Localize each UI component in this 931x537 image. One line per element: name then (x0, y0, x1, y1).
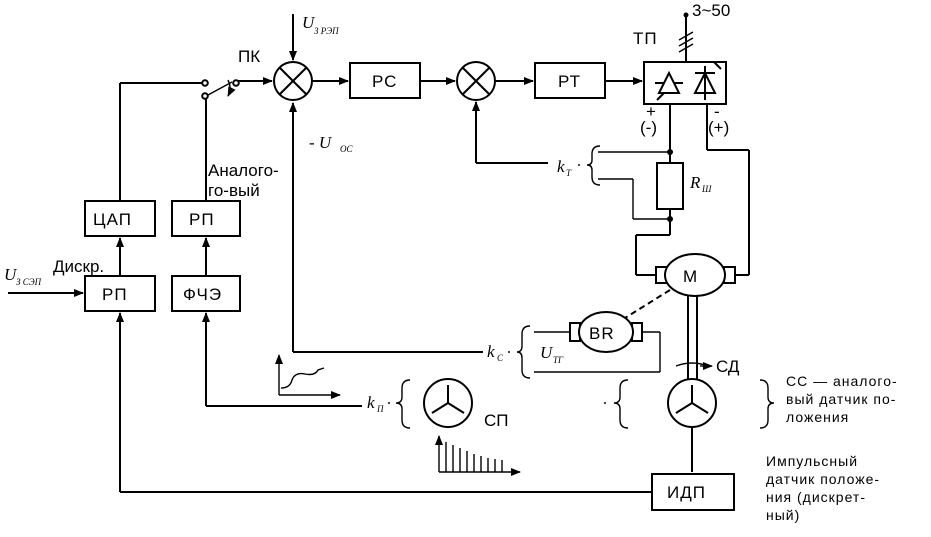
fche-block: ФЧЭ (171, 275, 241, 312)
u-zsep-label: U (4, 265, 18, 284)
rt-label: РТ (558, 72, 581, 91)
tsap-block: ЦАП (84, 200, 156, 237)
ss-note-3: ложения (786, 409, 849, 425)
motor-label: М (683, 267, 698, 286)
br-label: BR (589, 324, 615, 343)
uos-sub: ОС (340, 144, 353, 154)
rp-discrete-block: РП (84, 275, 156, 312)
minus-bottom: (+) (708, 118, 729, 137)
summing-junction-2 (456, 61, 496, 101)
analog-waveform-inset (275, 354, 341, 399)
rs-label: РС (372, 72, 397, 91)
ss-note-2: вый датчик по- (786, 391, 896, 407)
idp-label: ИДП (667, 483, 706, 502)
idp-note-3: ния (дискрет- (766, 489, 866, 505)
sd-label: СД (716, 357, 740, 376)
summing-junction-1 (273, 61, 313, 101)
rt-block: РТ (534, 62, 606, 99)
u-zrep-label: U (302, 13, 316, 32)
fche-label: ФЧЭ (183, 285, 222, 304)
idp-note-4: ный) (766, 507, 800, 523)
ss-selsyn (667, 378, 717, 428)
kt-sub: Т (566, 168, 572, 178)
utg-sub: ТГ (553, 355, 564, 365)
uos-label: - U (309, 133, 333, 152)
discrete-label: Дискр. (53, 257, 104, 276)
sd-rotation: СД (675, 357, 740, 376)
sp-label: СП (484, 411, 509, 430)
minus-top: - (714, 102, 720, 121)
ss-note-1: СС — аналого- (786, 373, 898, 389)
tp-converter: ТП (633, 29, 727, 105)
plus-bottom: (-) (640, 118, 657, 137)
kc-sub: С (497, 353, 504, 363)
analog-label-2: го-вый (208, 181, 260, 200)
analog-label-1: Аналого- (208, 161, 279, 180)
kt-label: k (557, 157, 565, 176)
idp-note-2: датчик положе- (766, 471, 880, 487)
pk-switch: ПК (201, 47, 260, 100)
tachogenerator-br: BR (569, 311, 643, 353)
pulse-waveform-inset (435, 435, 521, 476)
utg-label: U (540, 343, 554, 362)
rp-analog-label: РП (189, 210, 215, 229)
idp-note-1: Импульсный (766, 453, 858, 469)
pk-label: ПК (238, 47, 260, 66)
rsh-label: R (689, 173, 701, 192)
u-zrep-input: U З РЭП (289, 13, 339, 61)
shunt-resistor: R Ш (656, 162, 712, 210)
kc-label: k (487, 342, 495, 361)
u-zsep-sub: З СЭП (16, 277, 42, 287)
tp-label: ТП (633, 29, 658, 48)
tsap-label: ЦАП (93, 210, 132, 229)
rs-block: РС (349, 62, 421, 99)
rp-discrete-label: РП (102, 285, 128, 304)
u-zrep-sub: З РЭП (314, 26, 339, 36)
supply-input: 3~50 (678, 1, 730, 61)
kp-sub: П (376, 404, 384, 414)
rp-analog-block: РП (171, 200, 241, 237)
sp-selsyn: СП (423, 378, 509, 430)
idp-block: ИДП (651, 473, 735, 511)
kp-label: k (367, 393, 375, 412)
supply-label: 3~50 (692, 1, 730, 20)
motor: М (655, 253, 736, 297)
plus-top: + (646, 102, 656, 121)
rsh-sub: Ш (701, 184, 712, 194)
